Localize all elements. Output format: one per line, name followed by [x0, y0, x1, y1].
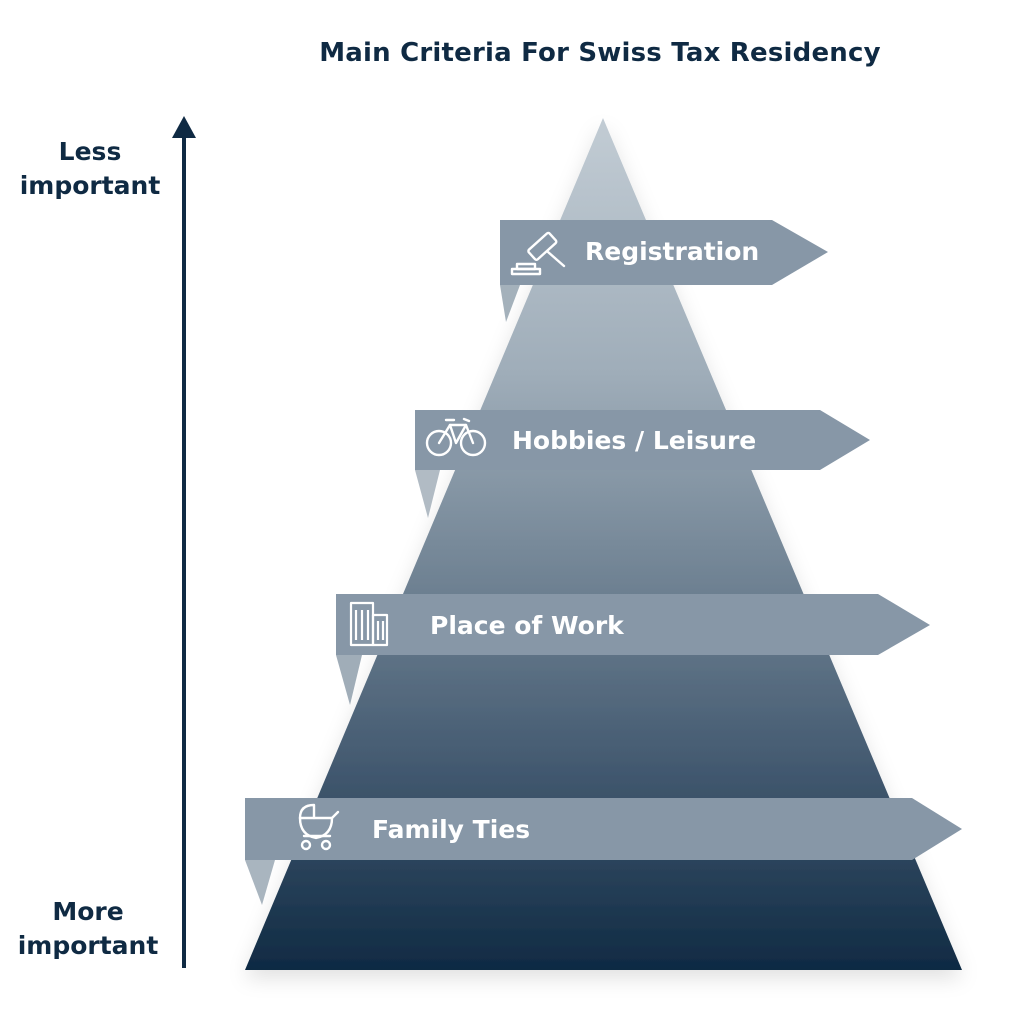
criterion-family-label: Family Ties [372, 815, 530, 844]
criterion-hobbies-label: Hobbies / Leisure [512, 426, 756, 455]
importance-axis-arrowhead [172, 116, 196, 138]
more-important-line1: More [52, 897, 124, 926]
less-important-line1: Less [58, 137, 122, 166]
diagram-title: Main Criteria For Swiss Tax Residency [319, 38, 881, 68]
gavel-icon [510, 231, 566, 276]
banner-fold-hobbies [415, 470, 440, 518]
criterion-family: Family Ties [245, 798, 962, 860]
less-important-label: Less important [0, 135, 180, 203]
banner-fold-work [336, 655, 362, 705]
more-important-line2: important [17, 931, 159, 960]
banner-work [336, 594, 930, 655]
banner-family [245, 798, 962, 860]
more-important-label: More important [0, 895, 178, 963]
bicycle-icon [425, 417, 487, 457]
banner-fold-registration [500, 285, 520, 322]
criterion-hobbies: Hobbies / Leisure [415, 410, 870, 470]
banner-registration [500, 220, 828, 285]
criterion-registration: Registration [500, 220, 828, 285]
banner-hobbies [415, 410, 870, 470]
criterion-registration-label: Registration [585, 237, 759, 266]
criterion-work-label: Place of Work [430, 611, 625, 640]
office-building-icon [349, 601, 389, 647]
criterion-work: Place of Work [336, 594, 930, 655]
pyramid [245, 118, 962, 970]
baby-stroller-icon [298, 803, 340, 851]
less-important-line2: important [19, 171, 161, 200]
banner-fold-family [245, 860, 275, 905]
